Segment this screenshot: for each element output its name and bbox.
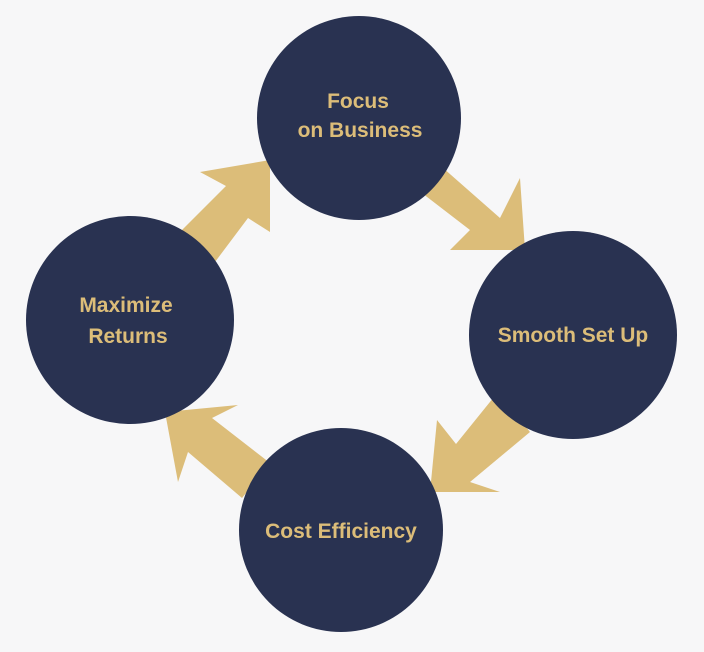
node-maximize-label-line2: Returns <box>88 325 167 348</box>
arrow-smooth-to-cost <box>430 392 530 492</box>
node-smooth-circle <box>469 231 677 439</box>
node-focus-label-line1: Focus <box>327 90 389 113</box>
node-focus-circle <box>257 16 461 220</box>
node-smooth-label: Smooth Set Up <box>498 324 649 347</box>
node-cost-circle <box>239 428 443 632</box>
node-cost-label: Cost Efficiency <box>265 520 417 543</box>
node-focus-label-line2: on Business <box>298 119 423 142</box>
arrow-maximize-to-focus <box>180 160 270 262</box>
node-maximize-circle <box>26 216 234 424</box>
arrow-cost-to-maximize <box>165 405 270 498</box>
node-maximize-label-line1: Maximize <box>79 294 172 317</box>
